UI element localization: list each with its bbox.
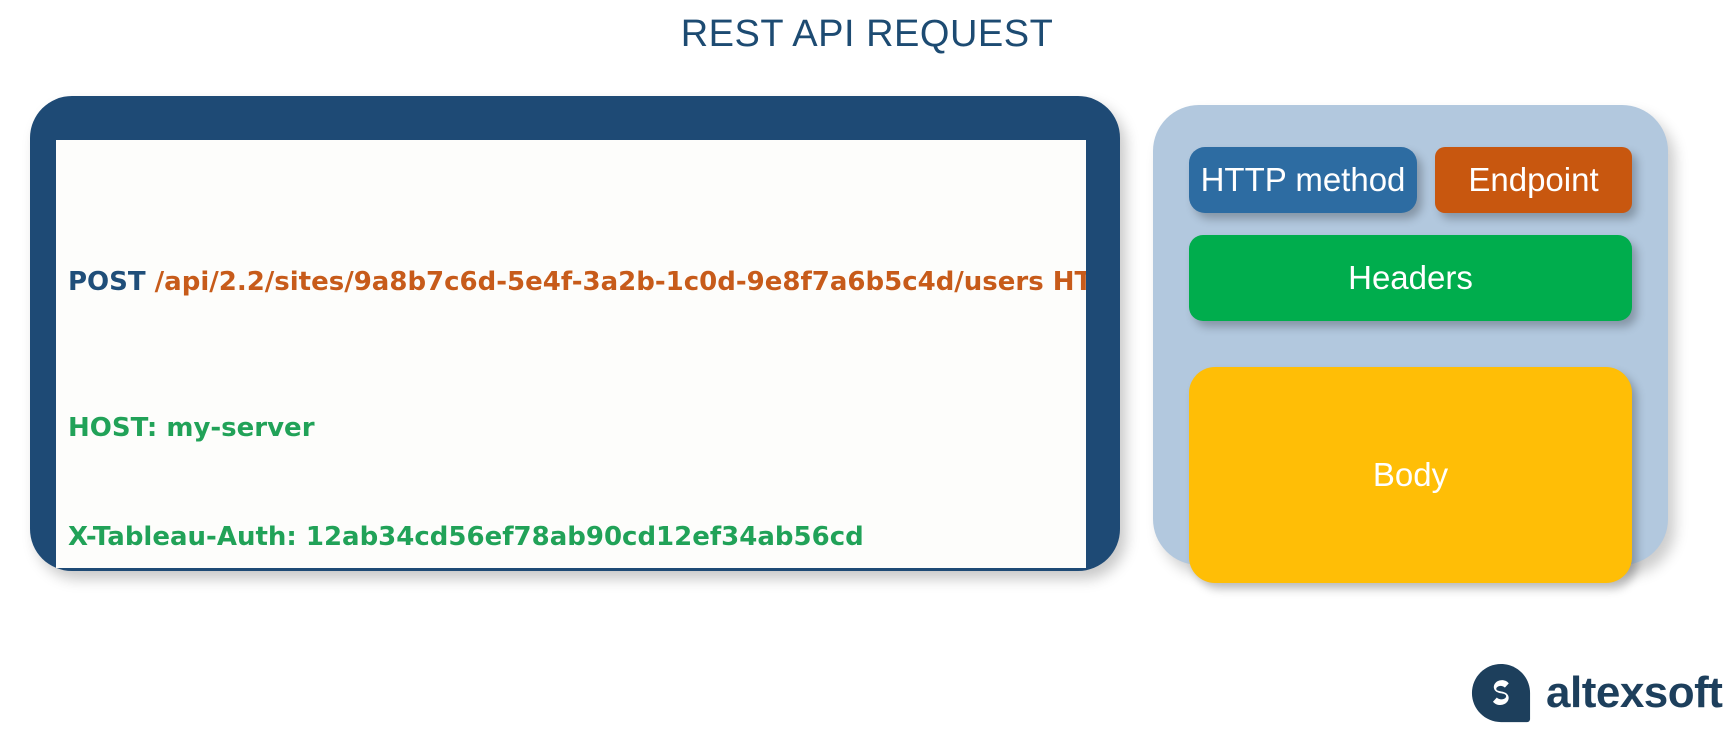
speech-bubble-logo-icon — [1471, 663, 1531, 723]
brand-logo: altexsoft — [1470, 662, 1723, 724]
legend-card-body: Body — [1189, 367, 1632, 583]
code-line-header-auth: X-Tableau-Auth: 12ab34cd56ef78ab90cd12ef… — [68, 522, 864, 552]
http-method-token: POST — [68, 266, 146, 297]
brand-name: altexsoft — [1546, 668, 1723, 717]
code-viewport: POST /api/2.2/sites/9a8b7c6d-5e4f-3a2b-1… — [56, 140, 1086, 568]
endpoint-token: /api/2.2/sites/9a8b7c6d-5e4f-3a2b-1c0d-9… — [145, 266, 1086, 297]
request-code-card: POST /api/2.2/sites/9a8b7c6d-5e4f-3a2b-1… — [30, 96, 1120, 571]
code-line-request: POST /api/2.2/sites/9a8b7c6d-5e4f-3a2b-1… — [68, 264, 1086, 301]
legend-row-top: HTTP method Endpoint — [1189, 147, 1632, 213]
legend-card-http-method: HTTP method — [1189, 147, 1417, 213]
legend-card-headers: Headers — [1189, 235, 1632, 321]
legend-panel: HTTP method Endpoint Headers Body — [1153, 105, 1668, 583]
page-title: REST API REQUEST — [680, 13, 1054, 55]
legend-card-endpoint: Endpoint — [1435, 147, 1632, 213]
code-content: POST /api/2.2/sites/9a8b7c6d-5e4f-3a2b-1… — [68, 154, 1086, 568]
code-line-header-host: HOST: my-server — [68, 412, 315, 443]
